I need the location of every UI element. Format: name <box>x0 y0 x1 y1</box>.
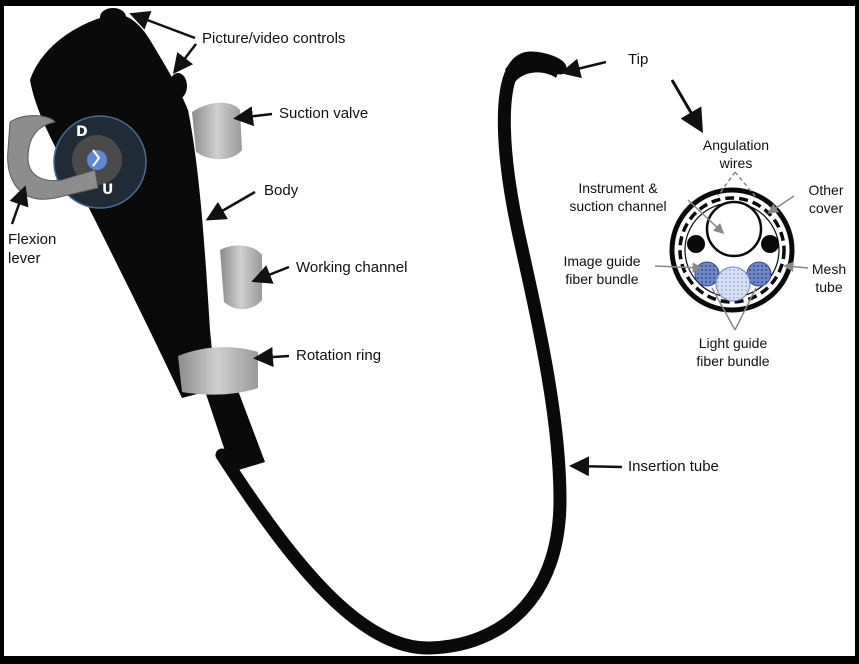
label-image-guide-fiber-bundle: Image guide fiber bundle <box>563 253 641 287</box>
arrow-body <box>205 190 256 221</box>
endoscope-body <box>30 13 214 399</box>
arrow-picture-controls-top <box>129 10 196 40</box>
label-instrument-suction-channel: Instrument & suction channel <box>569 180 667 214</box>
arrow-flexion-lever <box>9 185 29 225</box>
dial-arrow-icon <box>92 149 101 167</box>
tip-cross-section <box>669 187 795 313</box>
arrow-suction-valve <box>233 106 273 127</box>
angulation-wire-left <box>687 235 705 253</box>
arrow-working-channel <box>251 265 290 284</box>
arrow-tip-to-crosssection <box>670 79 704 134</box>
image-guide-fiber-bundle-left <box>694 261 720 287</box>
pointer-light-guide <box>711 287 757 331</box>
dial-letter-d: D <box>76 124 88 140</box>
pointer-instrument-channel <box>687 199 725 235</box>
dial-letter-u: U <box>102 182 114 198</box>
label-flexion-lever: Flexion lever <box>8 231 57 267</box>
insertion-tube <box>215 51 567 655</box>
arrow-insertion-tube <box>569 456 623 477</box>
instrument-suction-channel <box>705 200 763 258</box>
strain-relief <box>204 380 265 472</box>
light-guide-fiber-bundle <box>715 266 751 302</box>
label-rotation-ring: Rotation ring <box>296 347 382 364</box>
label-other-cover: Other cover <box>808 182 844 216</box>
label-picture-video-controls: Picture/video controls <box>202 30 346 47</box>
tip <box>505 55 562 82</box>
label-working-channel: Working channel <box>296 259 408 276</box>
label-insertion-tube: Insertion tube <box>628 458 719 475</box>
label-mesh-tube: Mesh tube <box>811 261 847 295</box>
suction-valve[interactable] <box>192 102 242 160</box>
picture-video-control-button-top[interactable] <box>100 8 126 26</box>
pointer-angulation-wires <box>717 171 756 197</box>
label-light-guide-fiber-bundle: Light guide fiber bundle <box>696 335 770 369</box>
pointer-image-guide <box>654 262 703 273</box>
rotation-ring[interactable] <box>178 347 258 395</box>
label-angulation-wires: Angulation wires <box>702 137 770 171</box>
arrow-picture-controls-side <box>172 43 197 74</box>
working-channel-port[interactable] <box>220 245 262 310</box>
label-body: Body <box>264 182 299 199</box>
label-suction-valve: Suction valve <box>279 105 369 122</box>
pointer-other-cover <box>767 195 795 214</box>
arrow-tip <box>560 58 607 79</box>
angulation-wire-right <box>761 235 779 253</box>
label-tip: Tip <box>628 51 649 68</box>
picture-video-control-button-side[interactable] <box>169 73 187 99</box>
pointer-mesh-tube <box>783 261 809 272</box>
arrow-rotation-ring <box>253 347 290 368</box>
image-guide-fiber-bundle-right <box>746 261 772 287</box>
